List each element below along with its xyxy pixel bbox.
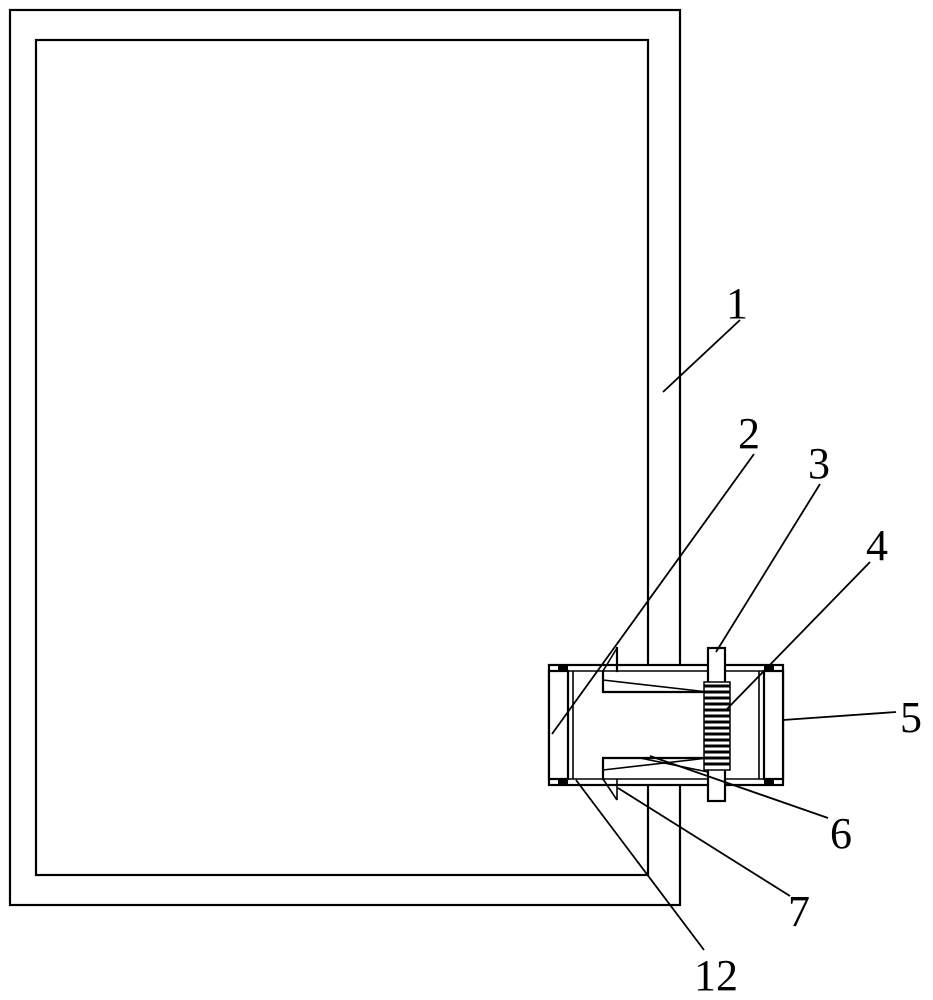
- label-1: 1: [726, 279, 748, 328]
- label-3: 3: [808, 439, 830, 488]
- lower-hook-body: [601, 756, 710, 781]
- label-12: 12: [694, 951, 738, 1000]
- leader-1: [662, 319, 741, 393]
- spring-coil: [703, 681, 731, 771]
- corner-block-bottom-left: [558, 778, 568, 786]
- label-2: 2: [738, 409, 760, 458]
- inner-panel: [34, 38, 650, 877]
- label-5: 5: [900, 693, 922, 742]
- label-4: 4: [866, 521, 888, 570]
- corner-block-top-left: [558, 664, 568, 672]
- corner-block-top-right: [764, 664, 774, 672]
- lower-hook-slant: [602, 778, 618, 801]
- upper-jaw-edge: [602, 679, 709, 693]
- upper-hook-slant: [602, 647, 618, 672]
- label-7: 7: [788, 887, 810, 936]
- leader-5: [782, 711, 897, 721]
- latch-housing: [547, 663, 785, 787]
- corner-block-bottom-right: [764, 778, 774, 786]
- lower-jaw-edge: [602, 757, 709, 771]
- leader-7: [617, 787, 791, 897]
- outer-frame: [8, 8, 682, 907]
- latch-assembly: [547, 646, 785, 803]
- leader-3: [715, 483, 821, 653]
- label-6: 6: [830, 809, 852, 858]
- leader-2: [551, 453, 755, 735]
- leader-12: [575, 779, 705, 951]
- leader-4: [725, 561, 871, 711]
- right-end-plate: [762, 669, 785, 781]
- upper-hook-body: [601, 669, 710, 694]
- leader-6: [649, 755, 829, 819]
